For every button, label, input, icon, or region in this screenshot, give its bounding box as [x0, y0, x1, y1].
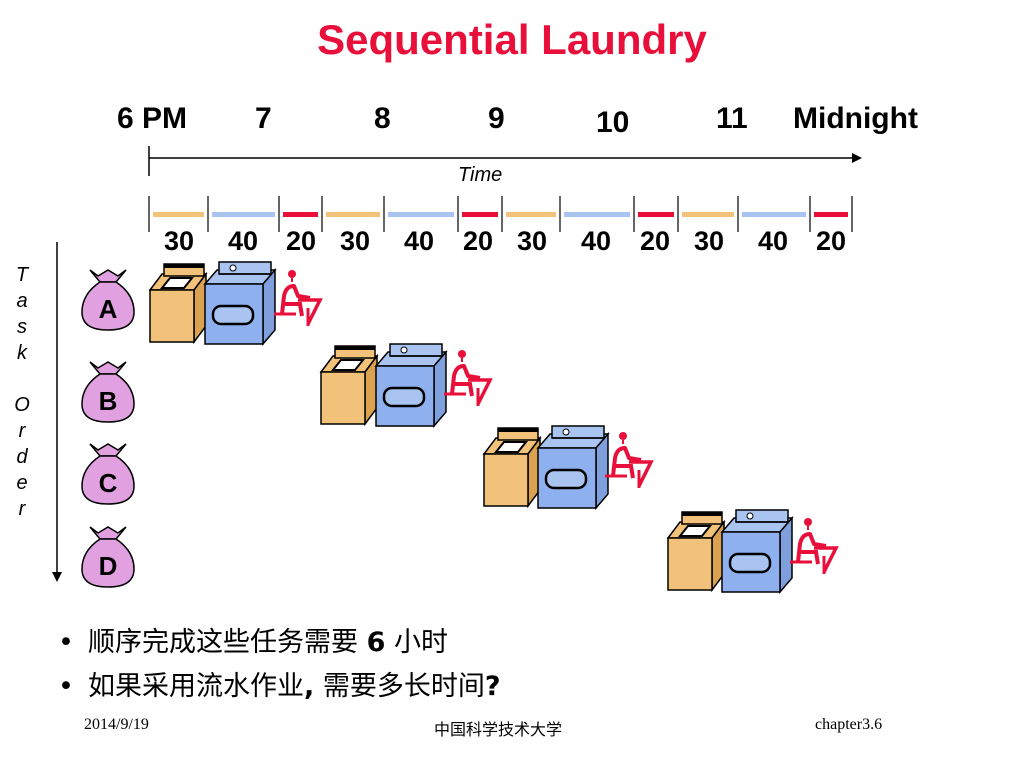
task-order-letter: r — [18, 498, 26, 520]
stage-bar-fold — [638, 212, 674, 217]
time-axis-label: Time — [458, 164, 503, 186]
folding-person-icon — [442, 348, 492, 408]
washer-icon — [149, 263, 207, 343]
stage-bar-dry — [742, 212, 806, 217]
duration-label: 20 — [285, 226, 317, 256]
duration-label: 40 — [580, 226, 612, 256]
task-letter-c: C — [99, 468, 118, 498]
stage-timeline — [148, 196, 853, 232]
stage-bar-fold — [283, 212, 318, 217]
footer-chapter: chapter3.6 — [815, 716, 883, 733]
bullet-2-bold: , — [304, 671, 315, 702]
task-letter-a: A — [99, 294, 118, 324]
time-axis — [148, 146, 862, 176]
hour-label-6pm: 6 PM — [117, 102, 188, 135]
bullet-2-tail: 需要多长时间 — [314, 671, 485, 702]
task-order-letter: r — [18, 420, 26, 442]
duration-label: 30 — [693, 226, 725, 256]
stage-bar-wash — [153, 212, 204, 217]
duration-label: 40 — [227, 226, 259, 256]
duration-label: 30 — [163, 226, 195, 256]
stage-bar-fold — [814, 212, 848, 217]
duration-label: 20 — [815, 226, 847, 256]
stage-bar-wash — [682, 212, 734, 217]
stage-bar-fold — [462, 212, 498, 217]
task-bag-c: C — [81, 443, 135, 505]
task-bag-b: B — [81, 361, 135, 423]
footer-institution: 中国科学技术大学 — [434, 722, 563, 739]
bullet-2-text: 如果采用流水作业 — [88, 671, 304, 702]
dryer-icon — [536, 424, 610, 510]
bullet-1-tail: 小时 — [385, 627, 448, 658]
hour-label-9: 9 — [488, 102, 505, 135]
folding-person-icon — [272, 268, 322, 328]
bullet-2-question: ? — [484, 671, 501, 702]
task-order-letter: k — [17, 342, 27, 364]
hour-label-8: 8 — [374, 102, 391, 135]
task-order-letter: s — [17, 316, 27, 338]
task-order-letter: a — [16, 290, 28, 312]
dryer-icon — [720, 508, 794, 594]
task-letter-d: D — [99, 551, 118, 581]
task-letter-b: B — [99, 386, 118, 416]
washer-icon — [667, 511, 725, 591]
hour-label-11: 11 — [716, 102, 748, 135]
dryer-icon — [374, 342, 448, 428]
task-bag-d: D — [81, 526, 135, 588]
duration-label: 20 — [462, 226, 494, 256]
task-order-letter: T — [15, 264, 29, 286]
task-bag-a: A — [81, 269, 135, 331]
folding-person-icon — [603, 430, 653, 490]
task-order-letter: d — [16, 446, 28, 468]
footer-date: 2014/9/19 — [84, 716, 149, 733]
washer-icon — [320, 345, 378, 425]
bullet-1-bold: 6 — [366, 627, 386, 658]
duration-label: 30 — [516, 226, 548, 256]
hour-label-midnight: Midnight — [793, 102, 918, 135]
folding-person-icon — [788, 516, 838, 576]
hour-label-10: 10 — [596, 106, 630, 139]
duration-label: 20 — [639, 226, 671, 256]
hour-label-7: 7 — [255, 102, 272, 135]
stage-bar-dry — [564, 212, 630, 217]
stage-bar-wash — [326, 212, 380, 217]
duration-label: 30 — [339, 226, 371, 256]
stage-bar-dry — [388, 212, 454, 217]
bullet-dot-icon: • — [58, 671, 74, 702]
task-order-letter: e — [16, 472, 28, 494]
duration-label: 40 — [757, 226, 789, 256]
bullet-1-text: 顺序完成这些任务需要 — [88, 627, 367, 658]
duration-label: 40 — [403, 226, 435, 256]
washer-icon — [483, 427, 541, 507]
dryer-icon — [203, 260, 277, 346]
bullet-dot-icon: • — [58, 627, 74, 658]
task-order-letter: O — [14, 394, 30, 416]
stage-bar-dry — [212, 212, 275, 217]
slide-title: Sequential Laundry — [317, 16, 707, 63]
stage-bar-wash — [506, 212, 556, 217]
bullet-1: • 顺序完成这些任务需要 6 小时 — [58, 620, 448, 659]
task-order-axis — [52, 242, 62, 582]
bullet-2: • 如果采用流水作业, 需要多长时间? — [58, 664, 501, 703]
